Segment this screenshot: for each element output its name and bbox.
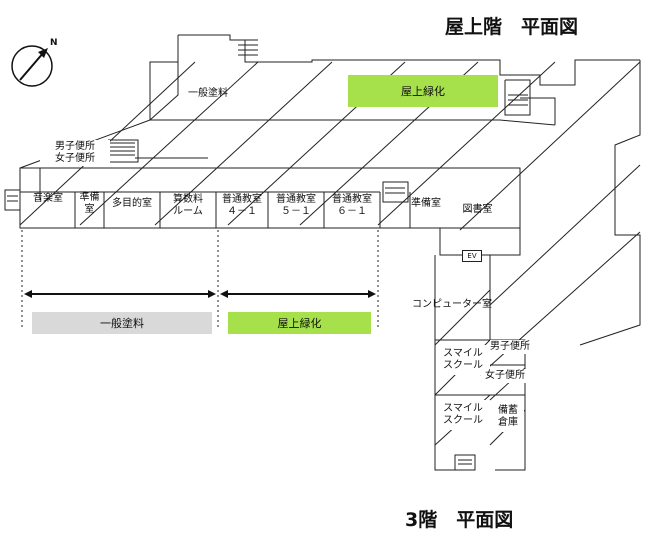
room-storage-line1: 備蓄 — [498, 405, 518, 416]
room-class-4-1-line2: ４－１ — [227, 206, 257, 217]
room-storage: 備蓄倉庫 — [492, 402, 524, 432]
room-toilet-female-right: 女子便所 — [483, 369, 527, 383]
room-toilet-male-right: 男子便所 — [490, 340, 530, 354]
roof-greening-area: 屋上緑化 — [348, 75, 498, 107]
dimension-arrows — [24, 290, 376, 298]
compass-rose — [11, 45, 53, 87]
room-toilet-top: 男子便所 女子便所 — [40, 140, 110, 166]
room-smile-1: スマイルスクール — [436, 345, 490, 375]
room-math-line2: ルーム — [173, 206, 203, 217]
room-smile-2-line2: スクール — [443, 415, 483, 426]
third-floor-title: 3階 平面図 — [405, 509, 514, 531]
room-class-5-1-line1: 普通教室 — [276, 194, 316, 205]
room-library: 図書室 — [462, 204, 493, 215]
compass-north-label: N — [50, 38, 58, 48]
room-multipurpose: 多目的室 — [112, 198, 152, 209]
room-smile-2-line1: スマイル — [443, 403, 483, 414]
room-toilet-male-top: 男子便所 — [55, 141, 95, 152]
room-class-6-1-line2: ６－１ — [337, 206, 367, 217]
roof-general-coating-label: 一般塗料 — [188, 88, 228, 99]
stair-marks — [7, 39, 528, 465]
room-math: 算数料ルーム — [160, 193, 216, 219]
room-prep-1: 準備室 — [79, 192, 100, 215]
room-class-6-1-line1: 普通教室 — [332, 194, 372, 205]
room-ev: EV — [462, 250, 482, 262]
dotted-guides — [21, 230, 379, 330]
legend-general-coating-label: 一般塗料 — [100, 317, 144, 330]
legend-general-coating: 一般塗料 — [32, 312, 212, 334]
room-smile-1-line1: スマイル — [443, 348, 483, 359]
legend-rooftop-greening: 屋上緑化 — [228, 312, 371, 334]
roof-outline — [19, 34, 641, 346]
room-storage-line2: 倉庫 — [498, 417, 518, 428]
room-toilet-female-top: 女子便所 — [55, 153, 95, 164]
room-computer: コンピューター室 — [412, 299, 492, 310]
roof-greening-label: 屋上緑化 — [401, 85, 445, 98]
roof-floor-title: 屋上階 平面図 — [445, 16, 579, 38]
room-math-line1: 算数料 — [173, 194, 203, 205]
room-smile-2: スマイルスクール — [436, 400, 490, 430]
room-smile-1-line2: スクール — [443, 360, 483, 371]
legend-rooftop-greening-label: 屋上緑化 — [277, 317, 322, 330]
room-class-4-1-line1: 普通教室 — [222, 194, 262, 205]
room-music: 音楽室 — [33, 193, 63, 204]
room-prep-2: 準備室 — [411, 198, 441, 209]
room-class-5-1-line2: ５－１ — [281, 206, 311, 217]
